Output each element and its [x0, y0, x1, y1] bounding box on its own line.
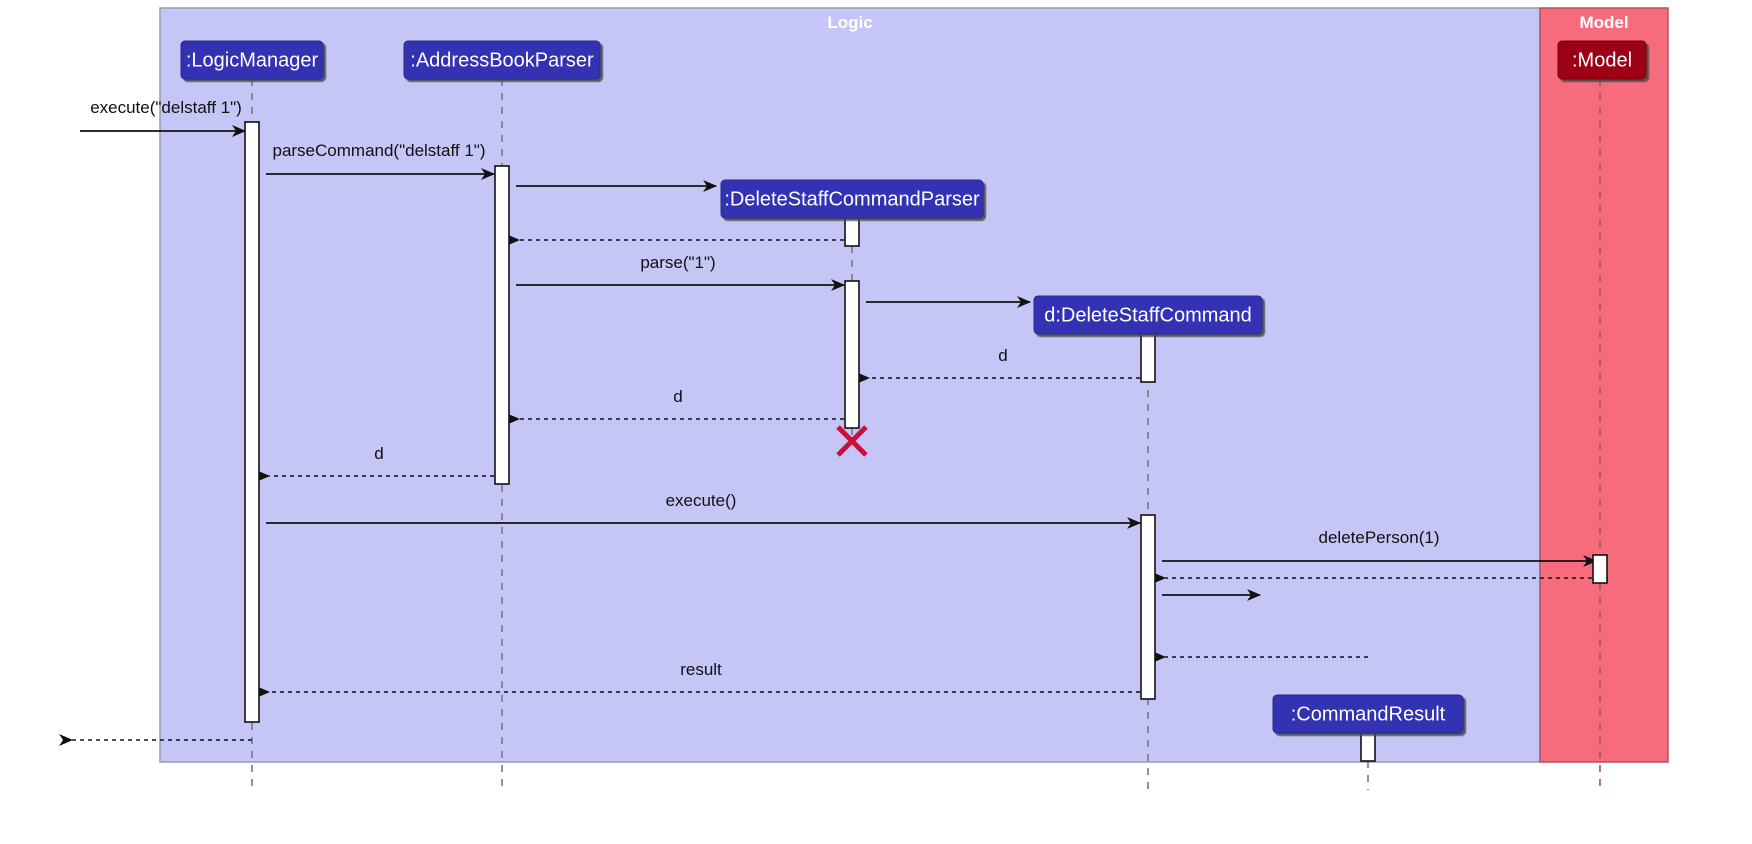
message-label-deleteperson: deletePerson(1) [1319, 528, 1440, 547]
frame-model-label: Model [1579, 13, 1628, 32]
participant-box-deletestaffcommand[interactable] [1033, 295, 1263, 335]
activation-addressbookparser [494, 165, 510, 485]
activation-dscparser-parse [844, 280, 860, 429]
frame-model: Model [1539, 7, 1669, 763]
message-label-parse: parse("1") [640, 253, 715, 272]
participant-label-deletestaffcommandparser: :DeleteStaffCommandParser [724, 188, 980, 210]
activation-bars [244, 121, 1608, 762]
message-label-execute-command: execute() [666, 491, 737, 510]
participant-label-logicmanager: :LogicManager [186, 49, 319, 71]
message-label-execute-entry: execute("delstaff 1") [90, 98, 242, 117]
participant-box-commandresult[interactable] [1272, 694, 1464, 734]
participant-box-logicmanager[interactable] [180, 40, 324, 80]
activation-commandresult [1360, 732, 1376, 762]
message-label-parsecommand: parseCommand("delstaff 1") [272, 141, 485, 160]
message-label-return-d-1: d [998, 346, 1007, 365]
message-label-return-d-3: d [374, 444, 383, 463]
activation-logicmanager [244, 121, 260, 723]
participant-box-model[interactable] [1557, 40, 1647, 80]
frame-logic-label: Logic [827, 13, 872, 32]
participant-addressbookparser[interactable]: :AddressBookParser [403, 40, 601, 80]
activation-model [1592, 554, 1608, 584]
participant-deletestaffcommandparser[interactable]: :DeleteStaffCommandParser [720, 179, 984, 219]
participant-box-addressbookparser[interactable] [403, 40, 601, 80]
participant-label-commandresult: :CommandResult [1291, 703, 1446, 725]
message-label-return-d-2: d [673, 387, 682, 406]
message-label-result: result [680, 660, 722, 679]
participant-label-addressbookparser: :AddressBookParser [410, 49, 594, 71]
messages: execute("delstaff 1") parseCommand("dels… [59, 98, 1608, 746]
activation-dscommand-execute [1140, 514, 1156, 700]
participant-logicmanager[interactable]: :LogicManager [180, 40, 324, 80]
participant-deletestaffcommand[interactable]: d:DeleteStaffCommand [1033, 295, 1263, 335]
frame-model-rect [1539, 7, 1669, 763]
participant-box-deletestaffcommandparser[interactable] [720, 179, 984, 219]
activation-dscparser-create [844, 217, 860, 247]
participant-label-deletestaffcommand: d:DeleteStaffCommand [1044, 304, 1252, 326]
participant-label-model: :Model [1572, 49, 1632, 71]
participant-commandresult[interactable]: :CommandResult [1272, 694, 1464, 734]
activation-dscommand-create [1140, 333, 1156, 383]
destroy-x-stroke-2 [836, 425, 868, 457]
destroy-marker-dscparser [836, 425, 868, 457]
participant-model[interactable]: :Model [1557, 40, 1647, 80]
